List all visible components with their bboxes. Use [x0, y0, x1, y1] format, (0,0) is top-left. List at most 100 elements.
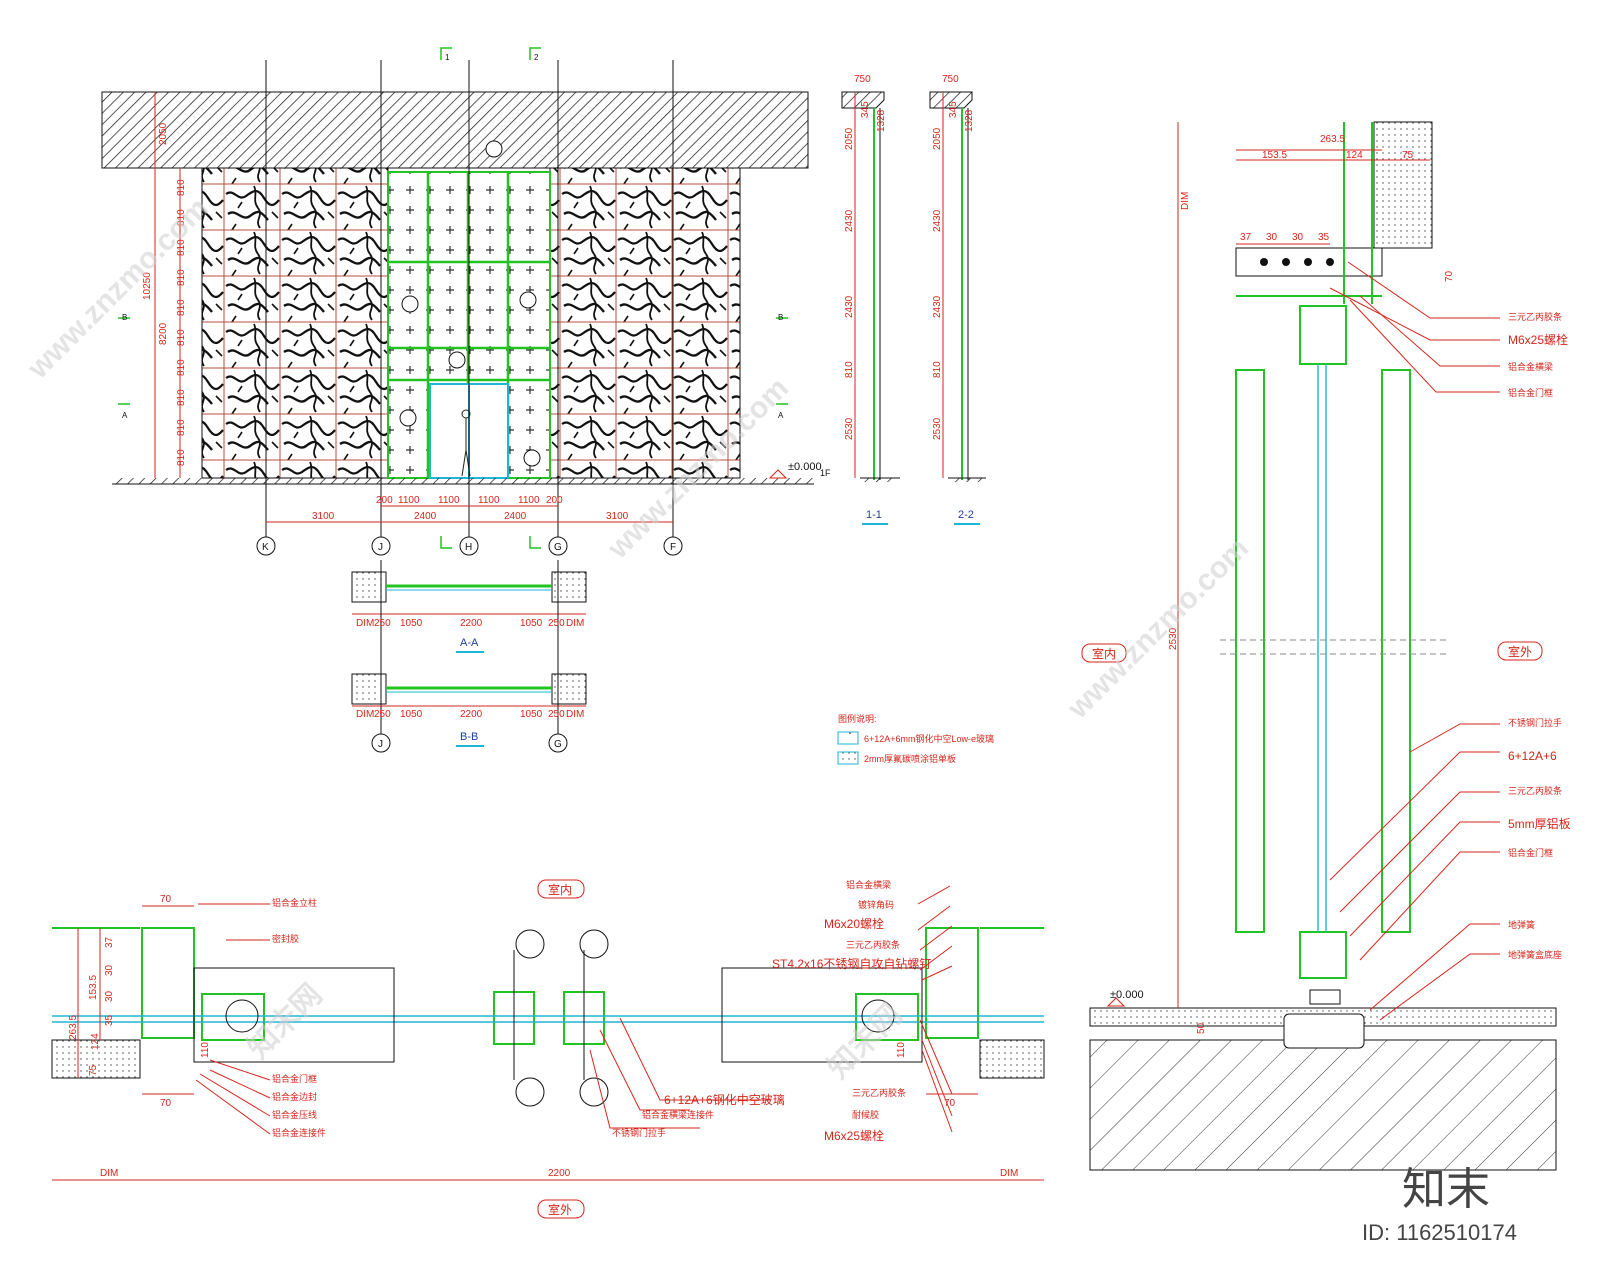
detail-plan: 70 263.5 153.5 37 30 30 35 124 75 70 70 … — [51, 879, 1045, 1219]
ds-callout-bottom-2: 三元乙丙胶条 — [1508, 785, 1562, 796]
dim-3100-left: 3100 — [312, 511, 335, 522]
dim-left-1: 810 — [176, 179, 187, 196]
s22-vdim-4: 2530 — [932, 417, 943, 440]
dp-callout-left-5: 铝合金连接件 — [272, 1127, 326, 1138]
ds-dim-75: 75 — [1402, 150, 1414, 161]
ds-callout-bottom-4: 铝合金门框 — [1508, 847, 1553, 858]
s22-vdim-1: 2430 — [932, 209, 943, 232]
axis-label-k: K — [262, 542, 269, 553]
ds-callout-bottom-1: 6+12A+6 — [1508, 749, 1557, 763]
bb-dim-2: 1050 — [400, 709, 423, 720]
dp-dim-left-4: 30 — [104, 990, 115, 1002]
ds-callout-bottom-0: 不锈钢门拉手 — [1508, 717, 1562, 728]
dp-indoor-label: 室内 — [548, 882, 572, 897]
watermark-brand-2: 知末网 — [822, 998, 909, 1085]
ds-dim-2530: 2530 — [1168, 627, 1179, 650]
side-mark-b-right: B — [778, 313, 783, 322]
dim-inner-height: 8200 — [158, 322, 169, 345]
legend-title: 图例说明: — [838, 713, 877, 724]
s22-dim-1328: 1328 — [964, 109, 975, 132]
dim-door-1: 1100 — [398, 495, 420, 506]
dim-2400-left: 2400 — [414, 511, 437, 522]
ds-dim-30b: 30 — [1292, 232, 1304, 243]
dp-callout-mid-2: 不锈钢门拉手 — [612, 1127, 666, 1138]
detail-section: 263.5 153.5 124 75 37 30 30 35 70 DIM 25… — [1081, 121, 1571, 1171]
ds-dim-263: 263.5 — [1320, 134, 1345, 145]
ds-dim-153: 153.5 — [1262, 150, 1287, 161]
dim-door-2: 1100 — [438, 495, 460, 506]
dim-left-2: 810 — [176, 209, 187, 226]
dp-callout-mid-1: 铝合金横梁连接件 — [642, 1109, 714, 1120]
s11-vdim-3: 810 — [844, 361, 855, 378]
s11-vdim-0: 2050 — [844, 127, 855, 150]
bb-axis-j: J — [378, 739, 383, 750]
dp-callout-right-4: ST4.2x16不锈钢自攻自钻螺钉 — [772, 956, 931, 971]
watermark-logo: 知末 — [1402, 1165, 1490, 1214]
elevation-view: ±0.000 1F K J H G F 3100 2400 2400 3100 … — [101, 47, 831, 556]
section-mark-2: 2 — [534, 53, 539, 62]
s22-label: 2-2 — [958, 509, 974, 521]
dp-dim-dim-left: DIM — [100, 1168, 118, 1179]
s11-label: 1-1 — [866, 509, 882, 521]
dim-door-0: 200 — [376, 495, 393, 506]
dim-left-6: 810 — [176, 329, 187, 346]
s11-dim-750: 750 — [854, 74, 871, 85]
aa-dim-6: DIM — [566, 618, 584, 629]
s11-dim-1328: 1328 — [876, 109, 887, 132]
aa-label: A-A — [460, 637, 479, 649]
ds-dim-label: DIM — [1180, 192, 1191, 210]
ds-dim-37: 37 — [1240, 232, 1252, 243]
dim-3100-right: 3100 — [606, 511, 629, 522]
side-mark-b-left: B — [122, 313, 127, 322]
dp-callout-left-3: 铝合金边封 — [272, 1091, 317, 1102]
dp-dim-left-5: 35 — [104, 1014, 115, 1026]
dim-left-3: 810 — [176, 239, 187, 256]
ds-dim-35: 35 — [1318, 232, 1330, 243]
aa-dim-5: 250 — [548, 618, 565, 629]
ds-callout-top-2: 铝合金横梁 — [1508, 361, 1553, 372]
section-cut-marks — [118, 47, 788, 549]
ds-callout-top-1: M6x25螺栓 — [1508, 332, 1568, 347]
dp-outdoor-label: 室外 — [548, 1202, 572, 1217]
legend: 图例说明: 6+12A+6mm钢化中空Low-e玻璃 2mm厚氟碳喷涂铝单板 — [837, 713, 994, 765]
dp-callout-right-6: 耐候胶 — [852, 1109, 879, 1120]
dp-dim-left-2: 37 — [104, 936, 115, 948]
dp-dim-2200: 2200 — [548, 1168, 571, 1179]
dp-dim-left-3: 30 — [104, 964, 115, 976]
aa-dim-1: 250 — [374, 618, 391, 629]
bb-dim-6: DIM — [566, 709, 584, 720]
dp-dim-left-1: 153.5 — [88, 975, 99, 1000]
legend-item-glass: 6+12A+6mm钢化中空Low-e玻璃 — [864, 733, 994, 744]
dp-callout-right-1: 镀锌角码 — [858, 899, 894, 910]
dp-callout-left-1: 密封胶 — [272, 933, 299, 944]
axis-bubbles: K J H G F — [256, 536, 683, 556]
dp-dim-70-right: 70 — [944, 1098, 956, 1109]
s22-dim-750: 750 — [942, 74, 959, 85]
ds-dim-50: 50 — [1196, 1022, 1207, 1034]
watermark-site-3: www.znzmo.com — [1061, 532, 1255, 726]
detail-bubbles — [399, 140, 541, 467]
dim-left-0: 2050 — [158, 122, 169, 145]
s22-dim-345: 345 — [948, 101, 959, 118]
elevation-left-dims: 2050 810 810 810 810 810 810 810 810 810… — [142, 122, 187, 466]
s11-vdim-2: 2430 — [844, 295, 855, 318]
dim-door-4: 1100 — [518, 495, 540, 506]
dim-total-height: 10250 — [142, 272, 153, 300]
dim-left-5: 810 — [176, 299, 187, 316]
ds-callout-top-3: 铝合金门框 — [1508, 387, 1553, 398]
roof-slab — [101, 91, 809, 169]
bb-dim-3: 2200 — [460, 709, 483, 720]
legend-item-aluminum: 2mm厚氟碳喷涂铝单板 — [864, 753, 956, 764]
aa-dim-3: 2200 — [460, 618, 483, 629]
elevation-bottom-dims: 3100 2400 2400 3100 200 1100 1100 1100 1… — [312, 495, 629, 522]
watermark-id: ID: 1162510174 — [1362, 1220, 1517, 1245]
axis-label-j: J — [378, 542, 383, 553]
ds-indoor-label: 室内 — [1092, 646, 1116, 661]
plan-b-b: DIM 250 1050 2200 1050 250 DIM J G B-B — [351, 673, 587, 753]
axis-label-f: F — [670, 542, 676, 553]
s22-vdim-3: 810 — [932, 361, 943, 378]
watermark-site-1: www.znzmo.com — [21, 192, 215, 386]
dp-callout-right-7: M6x25螺栓 — [824, 1128, 884, 1143]
side-mark-a-right: A — [778, 411, 784, 420]
